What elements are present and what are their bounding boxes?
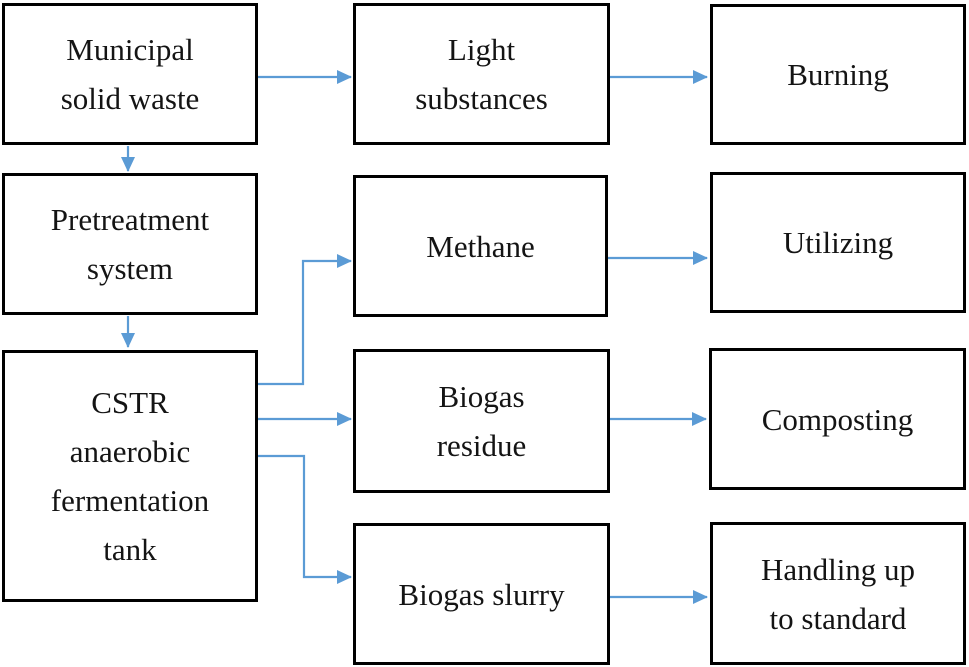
node-handling-up-to-standard: Handling up to standard	[710, 522, 966, 665]
node-burning: Burning	[710, 4, 966, 145]
node-methane: Methane	[353, 175, 608, 317]
node-pretreatment-system: Pretreatment system	[2, 173, 258, 315]
edge-cstr-to-methane-arrow	[257, 254, 352, 386]
node-label: Composting	[761, 401, 914, 437]
node-municipal-solid-waste: Municipal solid waste	[2, 3, 258, 145]
node-label: Pretreatment system	[50, 202, 210, 286]
node-label: CSTR anaerobic fermentation tank	[50, 385, 210, 567]
node-utilizing: Utilizing	[710, 172, 966, 313]
node-label: Municipal solid waste	[60, 32, 200, 116]
node-label: Handling up to standard	[760, 551, 916, 636]
node-label: Methane	[426, 228, 535, 264]
node-label: Biogas slurry	[398, 576, 565, 612]
node-composting: Composting	[709, 348, 966, 490]
node-label: Utilizing	[782, 225, 894, 260]
node-cstr-anaerobic-fermentation-tank: CSTR anaerobic fermentation tank	[2, 350, 258, 602]
node-biogas-slurry: Biogas slurry	[353, 523, 610, 665]
node-label: Burning	[787, 57, 889, 92]
edge-cstr-to-biogas-slurry-arrow	[257, 454, 352, 584]
node-label: Light substances	[415, 32, 548, 116]
node-label: Biogas residue	[436, 379, 527, 463]
node-light-substances: Light substances	[353, 3, 610, 145]
node-biogas-residue: Biogas residue	[353, 349, 610, 493]
